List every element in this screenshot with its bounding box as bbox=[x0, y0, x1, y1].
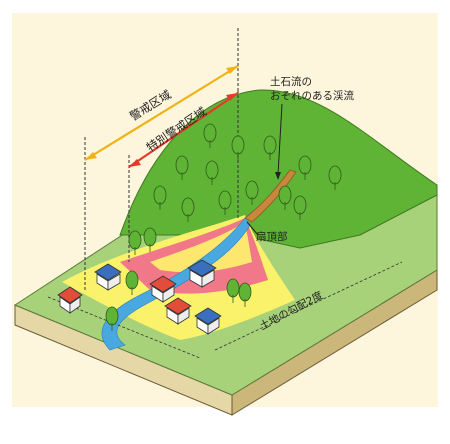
fan-apex-pointer bbox=[246, 221, 259, 236]
tokubetsu-arrow bbox=[128, 92, 239, 168]
houses bbox=[57, 259, 222, 335]
yellow-inner-zone bbox=[150, 222, 252, 273]
fan-apex-label: 扇頂部 bbox=[256, 230, 288, 243]
tree-icon bbox=[105, 306, 119, 331]
house-icon bbox=[57, 286, 83, 314]
stream-pointer bbox=[277, 103, 283, 176]
tree-icon bbox=[175, 155, 189, 180]
tree-icon bbox=[125, 270, 139, 295]
tree-icon bbox=[218, 190, 232, 215]
tree-icon bbox=[153, 185, 167, 210]
tree-icon bbox=[328, 165, 342, 190]
stream-label-line1: 土石流の bbox=[270, 75, 312, 88]
trees bbox=[105, 123, 342, 331]
tree-icon bbox=[143, 227, 157, 252]
tree-icon bbox=[128, 230, 142, 255]
keikai-arrow bbox=[84, 65, 239, 161]
tree-icon bbox=[298, 155, 312, 180]
keikai-label: 警戒区域 bbox=[127, 87, 174, 124]
house-icon bbox=[149, 275, 177, 303]
tree-icon bbox=[226, 278, 240, 303]
tree-icon bbox=[293, 195, 307, 220]
tree-icon bbox=[205, 160, 219, 185]
tree-icon bbox=[278, 185, 292, 210]
house-icon bbox=[187, 259, 217, 288]
tree-icon bbox=[238, 282, 252, 307]
tree-icon bbox=[245, 180, 259, 205]
stream-pointer-head bbox=[275, 172, 281, 180]
stream-label-line2: おそれのある渓流 bbox=[270, 89, 354, 102]
slope-dashed-line bbox=[214, 261, 403, 351]
house-icon bbox=[164, 297, 192, 325]
house-icon bbox=[94, 263, 122, 291]
debris-gully bbox=[244, 169, 297, 223]
tree-icon bbox=[181, 197, 195, 222]
tree-icon bbox=[231, 135, 245, 160]
tree-icon bbox=[263, 135, 277, 160]
house-icon bbox=[194, 307, 222, 335]
tree-icon bbox=[203, 123, 217, 148]
